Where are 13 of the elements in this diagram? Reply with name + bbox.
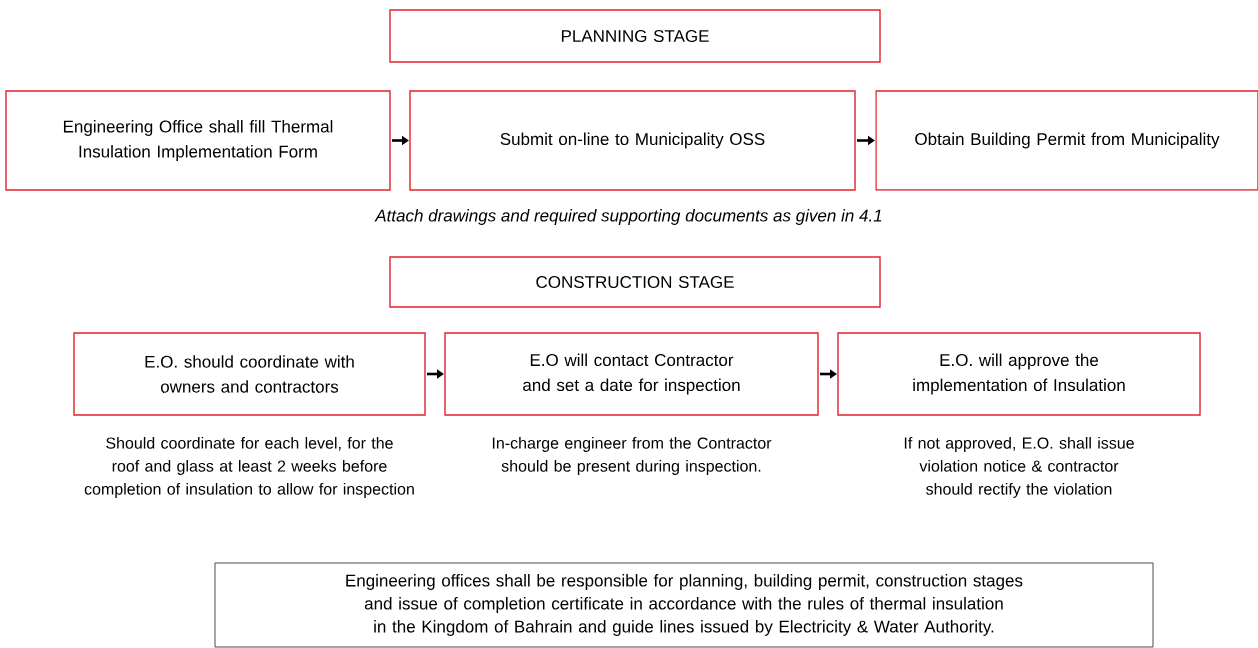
note-text: If not approved, E.O. shall issue violation notice & contractor should rectify the violation	[904, 437, 1134, 498]
process-box: E.O will contact Contractor and set a date for inspection	[444, 332, 819, 416]
process-box: E.O. will approve the implementation of Insulation	[837, 332, 1201, 416]
note-text: Should coordinate for each level, for the roof and glass at least 2 weeks before completion of insulation to allow for inspection	[84, 437, 414, 498]
process-box: Submit on-line to Municipality OSS	[409, 90, 856, 191]
process-box: E.O. should coordinate with owners and contractors	[73, 332, 426, 416]
note-text: Attach drawings and required supporting documents as given in 4.1	[374, 209, 882, 225]
process-box: Engineering Office shall fill Thermal Insulation Implementation Form	[5, 90, 391, 191]
stage-header-box: PLANNING STAGE	[389, 9, 881, 63]
stage-header-box: CONSTRUCTION STAGE	[389, 256, 881, 308]
note-text: In-charge engineer from the Contractor should be present during inspection.	[492, 437, 772, 475]
note-box: Engineering offices shall be responsible for planning, building permit, construction stages and issue of completion certificate in accordance with the rules of thermal insulation in the Kingdom of Bahrain and guide lines issued by Electricity & Water Authority.	[214, 562, 1154, 648]
process-box: Obtain Building Permit from Municipality	[875, 90, 1258, 191]
